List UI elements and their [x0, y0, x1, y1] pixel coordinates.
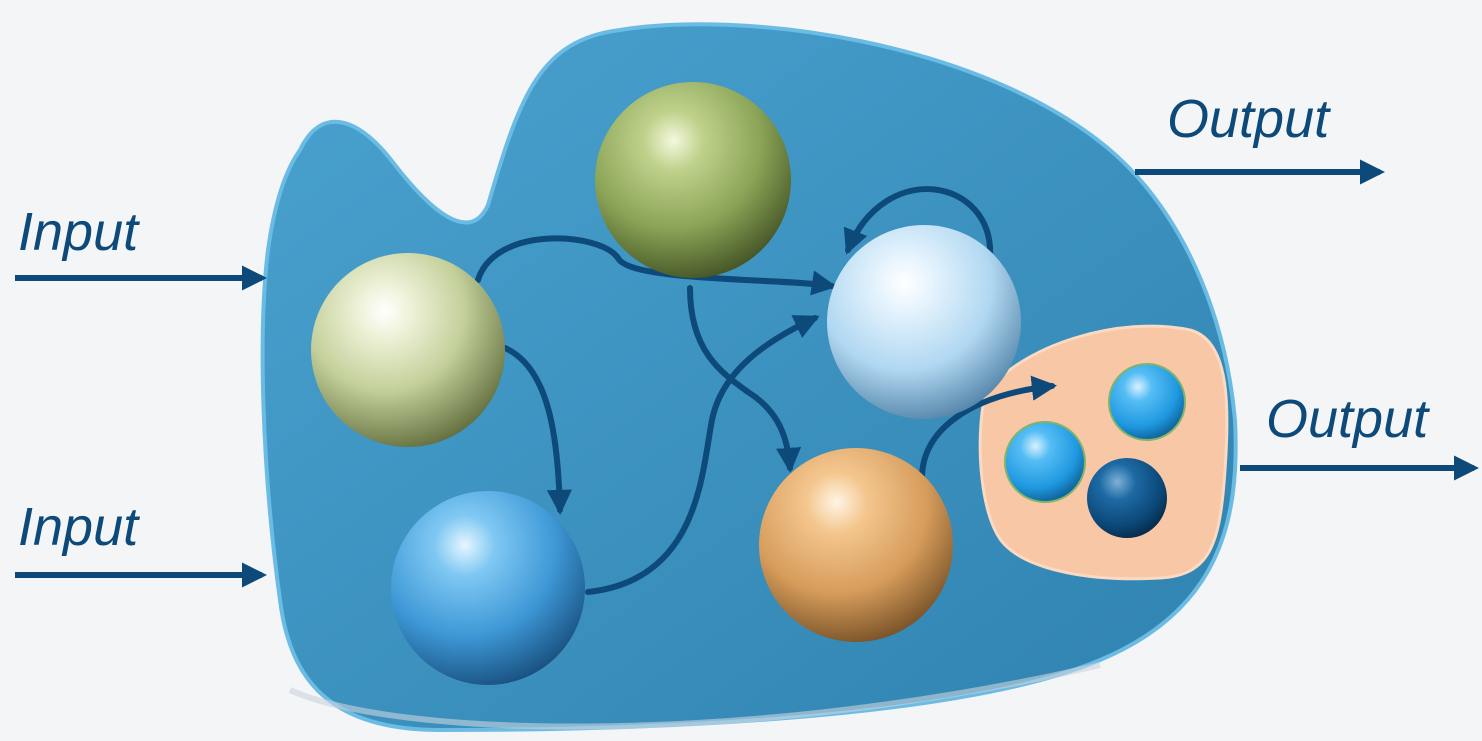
- subsystem-node-dark-blue: [1087, 458, 1167, 538]
- node-orange: [759, 448, 953, 642]
- node-light-blue: [827, 225, 1021, 419]
- edge-orange-to-subsystem: [919, 375, 1058, 481]
- subsystem-node-small-blue-1: [1108, 363, 1186, 441]
- output-label-bottom: Output: [1266, 389, 1429, 449]
- edge-pale-green-to-light-blue: [475, 235, 837, 296]
- node-pale-green: [311, 253, 505, 447]
- edge-light-blue-self-loop: [843, 186, 994, 261]
- edge-olive-green-to-orange: [687, 285, 802, 474]
- edge-sky-blue-to-light-blue: [585, 315, 820, 595]
- system-shadow: [288, 662, 1101, 730]
- edge-pale-green-to-sky-blue: [502, 345, 573, 516]
- node-sky-blue: [391, 491, 585, 685]
- subsystem-node-small-blue-2: [1004, 421, 1086, 503]
- node-olive-green: [595, 82, 791, 278]
- input-label-top: Input: [18, 202, 139, 262]
- output-label-top: Output: [1167, 89, 1330, 149]
- input-label-bottom: Input: [18, 497, 139, 557]
